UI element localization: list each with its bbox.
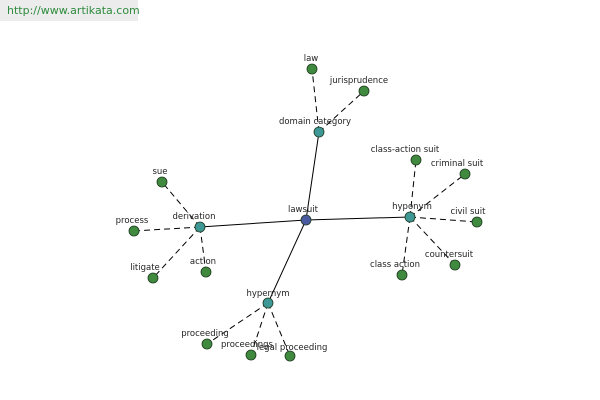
edge-lawsuit-hypernym (267, 219, 307, 304)
node-label-action[interactable]: action (190, 257, 216, 267)
node-label-hyponym[interactable]: hyponym (392, 202, 432, 212)
edge-derivation-litigate (152, 226, 201, 279)
node-action[interactable] (200, 266, 212, 278)
node-domain_category[interactable] (313, 126, 325, 138)
node-label-sue[interactable]: sue (152, 167, 167, 177)
node-lawsuit[interactable] (300, 214, 312, 226)
node-class_action[interactable] (396, 269, 408, 281)
node-label-law[interactable]: law (304, 54, 319, 64)
node-label-jurisprudence[interactable]: jurisprudence (329, 76, 388, 86)
node-countersuit[interactable] (449, 259, 461, 271)
node-proceedings[interactable] (245, 349, 257, 361)
node-label-proceeding[interactable]: proceeding (181, 329, 229, 339)
graph-nodes (128, 63, 483, 362)
graph-edges (133, 68, 478, 357)
node-label-derivation[interactable]: derivation (172, 212, 215, 222)
node-sue[interactable] (156, 176, 168, 188)
edge-derivation-action (199, 226, 207, 273)
node-hypernym[interactable] (262, 297, 274, 309)
edge-domain_category-jurisprudence (318, 90, 365, 133)
site-url-link[interactable]: http://www.artikata.com (7, 4, 140, 17)
node-law[interactable] (306, 63, 318, 75)
node-label-class_action_suit[interactable]: class-action suit (371, 145, 440, 155)
edge-hypernym-proceedings (250, 302, 269, 356)
node-label-legal_proceeding[interactable]: legal proceeding (257, 343, 328, 353)
edge-domain_category-law (311, 68, 320, 133)
node-hyponym[interactable] (404, 211, 416, 223)
node-proceeding[interactable] (201, 338, 213, 350)
node-legal_proceeding[interactable] (284, 350, 296, 362)
node-label-proceedings[interactable]: proceedings (221, 340, 274, 350)
node-label-domain_category[interactable]: domain category (279, 117, 351, 127)
node-civil_suit[interactable] (471, 216, 483, 228)
node-litigate[interactable] (147, 272, 159, 284)
node-label-civil_suit[interactable]: civil suit (450, 207, 486, 217)
edge-derivation-process (133, 226, 201, 232)
node-label-litigate[interactable]: litigate (130, 263, 160, 273)
node-label-criminal_suit[interactable]: criminal suit (431, 159, 484, 169)
edge-hypernym-proceeding (206, 302, 269, 345)
edge-hyponym-civil_suit (409, 216, 478, 223)
node-class_action_suit[interactable] (410, 154, 422, 166)
node-label-lawsuit[interactable]: lawsuit (288, 205, 319, 215)
edge-hyponym-criminal_suit (409, 173, 466, 218)
node-label-process[interactable]: process (116, 216, 149, 226)
edge-hyponym-countersuit (409, 216, 456, 266)
node-label-countersuit[interactable]: countersuit (425, 250, 474, 260)
node-process[interactable] (128, 225, 140, 237)
node-label-hypernym[interactable]: hypernym (246, 289, 289, 299)
url-bar: http://www.artikata.com (0, 0, 140, 21)
edge-lawsuit-hyponym (305, 216, 411, 221)
edge-lawsuit-derivation (199, 219, 307, 228)
node-derivation[interactable] (194, 221, 206, 233)
edge-lawsuit-domain_category (305, 131, 320, 221)
node-label-class_action[interactable]: class action (370, 260, 420, 270)
node-criminal_suit[interactable] (459, 168, 471, 180)
node-jurisprudence[interactable] (358, 85, 370, 97)
graph-labels: lawsuit domain category law jurisprudence hy… (116, 54, 486, 353)
